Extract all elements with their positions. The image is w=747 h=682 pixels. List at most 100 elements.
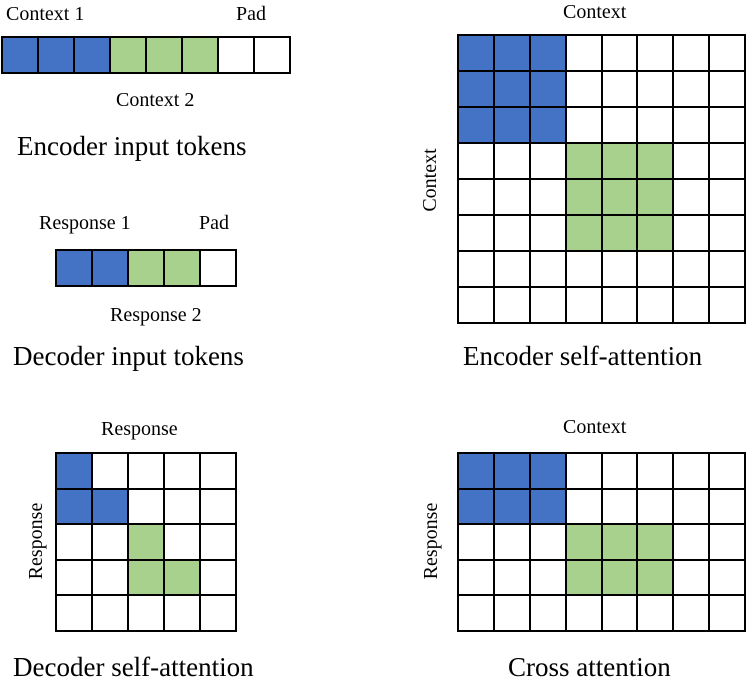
decoder-self-attention-cell xyxy=(93,525,127,559)
decoder-token-cell xyxy=(201,251,235,285)
cross-attention-cell xyxy=(530,560,565,595)
cross-attention-cell xyxy=(674,454,709,488)
encoder-self-attention-cell xyxy=(530,72,565,106)
encoder-self-attention-cell xyxy=(494,216,529,250)
cross-attention-cell xyxy=(530,525,565,559)
decoder-self-attention-cell xyxy=(129,525,163,559)
encoder-self-attention-caption: Encoder self-attention xyxy=(463,341,703,371)
cross-attention-cell xyxy=(602,489,637,524)
encoder-self-attention-cell xyxy=(459,252,493,286)
encoder-self-attention-cell xyxy=(602,180,637,214)
decoder-token-cell xyxy=(57,251,91,285)
cross-attention-cell xyxy=(638,489,673,524)
decoder-self-attention-cell xyxy=(93,454,127,488)
cross-attention-cell xyxy=(459,525,493,559)
cross-attention-top-label: Context xyxy=(563,416,627,438)
encoder-self-attention-cell xyxy=(530,108,565,142)
encoder-self-attention-cell xyxy=(710,216,744,250)
encoder-self-attention-cell xyxy=(494,252,529,286)
decoder-self-attention-cell xyxy=(201,560,235,595)
encoder-self-attention-cell xyxy=(530,180,565,214)
encoder-self-attention-cell xyxy=(674,180,709,214)
encoder-self-attention-cell xyxy=(566,180,601,214)
encoder-self-attention-cell xyxy=(459,108,493,142)
encoder-token-cell xyxy=(219,38,253,72)
encoder-self-attention-cell xyxy=(494,144,529,178)
decoder-self-attention-cell xyxy=(201,489,235,524)
encoder-self-attention-top-label: Context xyxy=(563,1,627,23)
cross-attention-cell xyxy=(638,560,673,595)
decoder-self-attention-cell xyxy=(129,454,163,488)
decoder-input-tokens-caption: Decoder input tokens xyxy=(13,341,244,371)
decoder-self-attention-cell xyxy=(57,525,91,559)
encoder-self-attention-cell xyxy=(602,252,637,286)
encoder-token-row xyxy=(1,36,291,74)
encoder-self-attention-cell xyxy=(638,180,673,214)
cross-attention-cell xyxy=(710,560,744,595)
encoder-self-attention-side-label: Context xyxy=(419,148,441,212)
encoder-self-attention-cell xyxy=(459,144,493,178)
decoder-token-row xyxy=(55,249,237,287)
decoder-self-attention-cell xyxy=(201,596,235,630)
encoder-self-attention-cell xyxy=(710,36,744,70)
cross-attention-cell xyxy=(494,596,529,630)
encoder-self-attention-cell xyxy=(566,144,601,178)
cross-attention-cell xyxy=(494,560,529,595)
decoder-self-attention-cell xyxy=(129,560,163,595)
decoder-self-attention-cell xyxy=(57,454,91,488)
cross-attention-cell xyxy=(674,489,709,524)
encoder-token-cell xyxy=(183,38,217,72)
decoder-token-cell xyxy=(165,251,199,285)
decoder-self-attention-cell xyxy=(129,596,163,630)
decoder-self-attention-cell xyxy=(165,525,199,559)
decoder-self-attention-cell xyxy=(165,596,199,630)
encoder-self-attention-cell xyxy=(602,216,637,250)
encoder-self-attention-cell xyxy=(638,288,673,322)
cross-attention-cell xyxy=(494,525,529,559)
cross-attention-cell xyxy=(674,560,709,595)
encoder-self-attention-cell xyxy=(494,180,529,214)
cross-attention-cell xyxy=(602,560,637,595)
context1-label: Context 1 xyxy=(6,3,85,25)
encoder-self-attention-grid xyxy=(457,34,746,324)
cross-attention-cell xyxy=(566,560,601,595)
encoder-self-attention-cell xyxy=(459,216,493,250)
cross-attention-cell xyxy=(494,454,529,488)
cross-attention-cell xyxy=(566,489,601,524)
encoder-self-attention-cell xyxy=(674,144,709,178)
encoder-self-attention-cell xyxy=(638,36,673,70)
cross-attention-cell xyxy=(638,454,673,488)
cross-attention-cell xyxy=(530,489,565,524)
encoder-self-attention-cell xyxy=(494,288,529,322)
encoder-self-attention-cell xyxy=(602,288,637,322)
cross-attention-cell xyxy=(530,454,565,488)
cross-attention-cell xyxy=(459,454,493,488)
decoder-token-cell xyxy=(129,251,163,285)
encoder-self-attention-cell xyxy=(602,72,637,106)
cross-attention-cell xyxy=(459,560,493,595)
cross-attention-cell xyxy=(602,525,637,559)
encoder-self-attention-cell xyxy=(459,36,493,70)
encoder-token-cell xyxy=(147,38,181,72)
encoder-self-attention-cell xyxy=(638,216,673,250)
decoder-token-cell xyxy=(93,251,127,285)
cross-attention-cell xyxy=(638,525,673,559)
cross-attention-cell xyxy=(530,596,565,630)
encoder-self-attention-cell xyxy=(710,252,744,286)
decoder-self-attention-cell xyxy=(93,489,127,524)
encoder-self-attention-cell xyxy=(674,252,709,286)
cross-attention-cell xyxy=(459,489,493,524)
encoder-self-attention-cell xyxy=(638,144,673,178)
encoder-token-cell xyxy=(39,38,73,72)
encoder-self-attention-cell xyxy=(530,144,565,178)
cross-attention-cell xyxy=(710,596,744,630)
cross-attention-cell xyxy=(566,454,601,488)
encoder-self-attention-cell xyxy=(710,108,744,142)
cross-attention-cell xyxy=(674,525,709,559)
decoder-self-attention-cell xyxy=(57,560,91,595)
decoder-self-attention-side-label: Response xyxy=(25,502,47,580)
cross-attention-cell xyxy=(494,489,529,524)
cross-attention-cell xyxy=(710,454,744,488)
encoder-self-attention-cell xyxy=(674,72,709,106)
encoder-self-attention-cell xyxy=(674,108,709,142)
